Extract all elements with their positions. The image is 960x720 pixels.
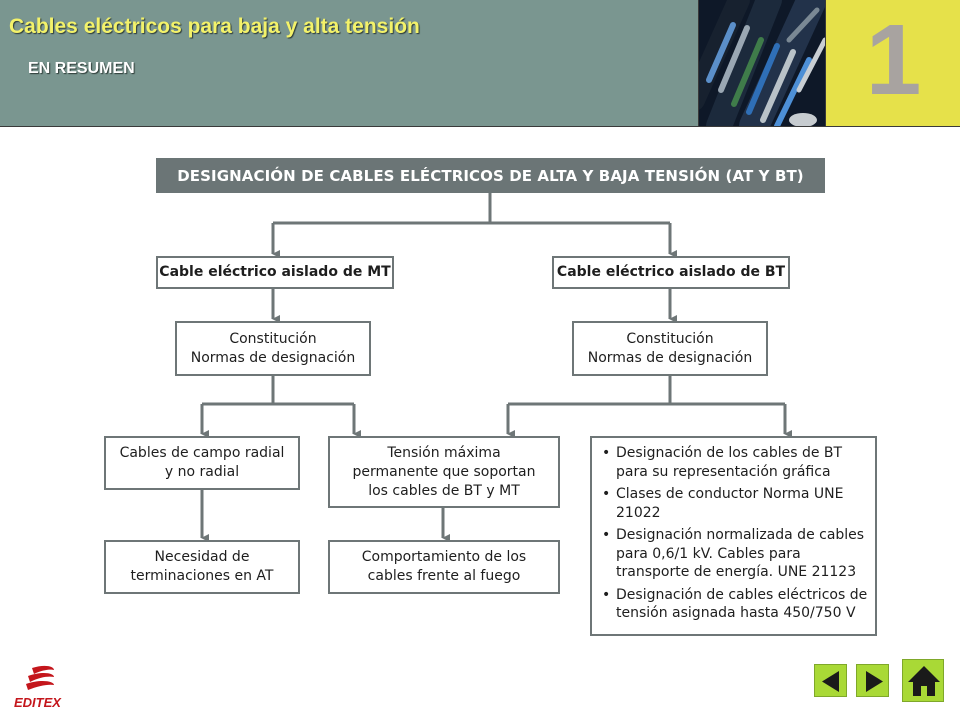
- header-panel: Cables eléctricos para baja y alta tensi…: [0, 0, 698, 126]
- cables-photo-icon: [698, 0, 825, 126]
- mt-cable-box: Cable eléctrico aislado de MT: [156, 256, 394, 289]
- editex-logo: EDITEX: [10, 664, 80, 712]
- chapter-number: 1: [865, 4, 922, 116]
- fire-behaviour-box: Comportamiento de los cables frente al f…: [328, 540, 560, 594]
- home-icon: [908, 666, 940, 696]
- page-title: Cables eléctricos para baja y alta tensi…: [9, 15, 420, 38]
- logo-text: EDITEX: [14, 695, 62, 710]
- prev-button[interactable]: [814, 664, 847, 697]
- list-item: Designación normalizada de cables para 0…: [602, 526, 869, 582]
- diagram-root-banner: DESIGNACIÓN DE CABLES ELÉCTRICOS DE ALTA…: [156, 158, 825, 193]
- mt-constitution-box: Constitución Normas de designación: [175, 321, 371, 376]
- header: Cables eléctricos para baja y alta tensi…: [0, 0, 960, 127]
- arrow-right-icon: [866, 671, 883, 692]
- next-button[interactable]: [856, 664, 889, 697]
- bt-designation-list: Designación de los cables de BT para su …: [590, 436, 877, 636]
- list-item: Designación de cables eléctricos de tens…: [602, 586, 869, 623]
- bt-constitution-box: Constitución Normas de designación: [572, 321, 768, 376]
- radial-cables-box: Cables de campo radial y no radial: [104, 436, 300, 490]
- max-voltage-box: Tensión máxima permanente que soportan l…: [328, 436, 560, 508]
- arrow-left-icon: [822, 671, 839, 692]
- home-button[interactable]: [902, 659, 944, 702]
- bt-cable-box: Cable eléctrico aislado de BT: [552, 256, 790, 289]
- list-item: Clases de conductor Norma UNE 21022: [602, 485, 869, 522]
- list-item: Designación de los cables de BT para su …: [602, 444, 869, 481]
- chapter-badge: 1: [825, 0, 960, 126]
- terminations-box: Necesidad de terminaciones en AT: [104, 540, 300, 594]
- page-subtitle: EN RESUMEN: [28, 60, 135, 77]
